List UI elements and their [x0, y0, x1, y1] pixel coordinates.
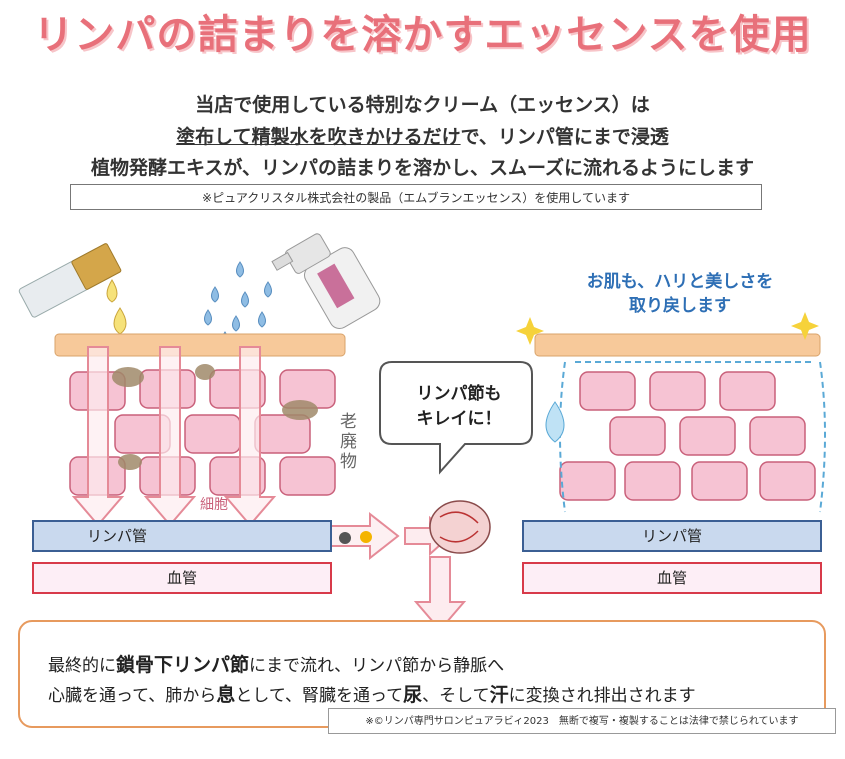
cell-label: 細胞 [200, 497, 228, 513]
sparkle-icon [516, 312, 819, 345]
blood-vessel-right: 血管 [522, 562, 822, 594]
essence-bottle-icon [18, 243, 122, 318]
blood-vessel-left: 血管 [32, 562, 332, 594]
down-arrows [71, 346, 277, 527]
water-drop-icon [545, 401, 565, 443]
page-title: リンパの詰まりを溶かすエッセンスを使用 [33, 12, 812, 58]
intro-line-2: 塗布して精製水を吹きかけるだけで、リンパ管にまで浸透 [0, 122, 845, 149]
intro-line-2-rest: で、リンパ管にまで浸透 [460, 126, 669, 148]
intro-line-2-underlined: 塗布して精製水を吹きかけるだけ [176, 126, 461, 148]
bubble-text: リンパ節も キレイに！ [416, 384, 502, 429]
lymph-vessel-right: リンパ管 [522, 520, 822, 552]
intro-line-1: 当店で使用している特別なクリーム（エッセンス）は [195, 94, 650, 116]
skin-layer-left [54, 333, 346, 357]
waste-particle [360, 531, 372, 543]
essence-drop-icon [113, 307, 127, 335]
spray-bottle-icon [271, 233, 381, 329]
waste-particle [339, 532, 351, 544]
waste-label: 老 廃 物 [340, 412, 357, 472]
waste-blobs [112, 364, 318, 470]
explanation-line-1: 最終的に鎖骨下リンパ節にまで流れ、リンパ節から静脈へ [48, 654, 505, 676]
essence-drop-icon [106, 279, 118, 303]
lymph-vessel-left: リンパ管 [32, 520, 332, 552]
speech-bubble [379, 361, 533, 475]
skin-layer-right [534, 333, 821, 357]
intro-line-3: 植物発酵エキスが、リンパの詰まりを溶かし、スムーズに流れるようにします [90, 157, 755, 179]
skin-message: お肌も、ハリと美しさを 取り戻します [586, 272, 774, 316]
cells-clogged [69, 369, 336, 496]
explanation-line-2: 心臓を通って、肺から息として、腎臓を通って尿、そして汗に変換され排出されます [48, 684, 696, 706]
lymph-node-icon [429, 500, 491, 554]
copyright-note: ※©リンパ専門サロンピュアラビィ2023 無断で複写・複製することは法律で禁じら… [328, 708, 836, 734]
cells-healthy [559, 371, 816, 501]
product-note: ※ピュアクリスタル株式会社の製品（エムブランエッセンス）を使用しています [70, 184, 762, 210]
flow-arrow-down [413, 556, 467, 632]
